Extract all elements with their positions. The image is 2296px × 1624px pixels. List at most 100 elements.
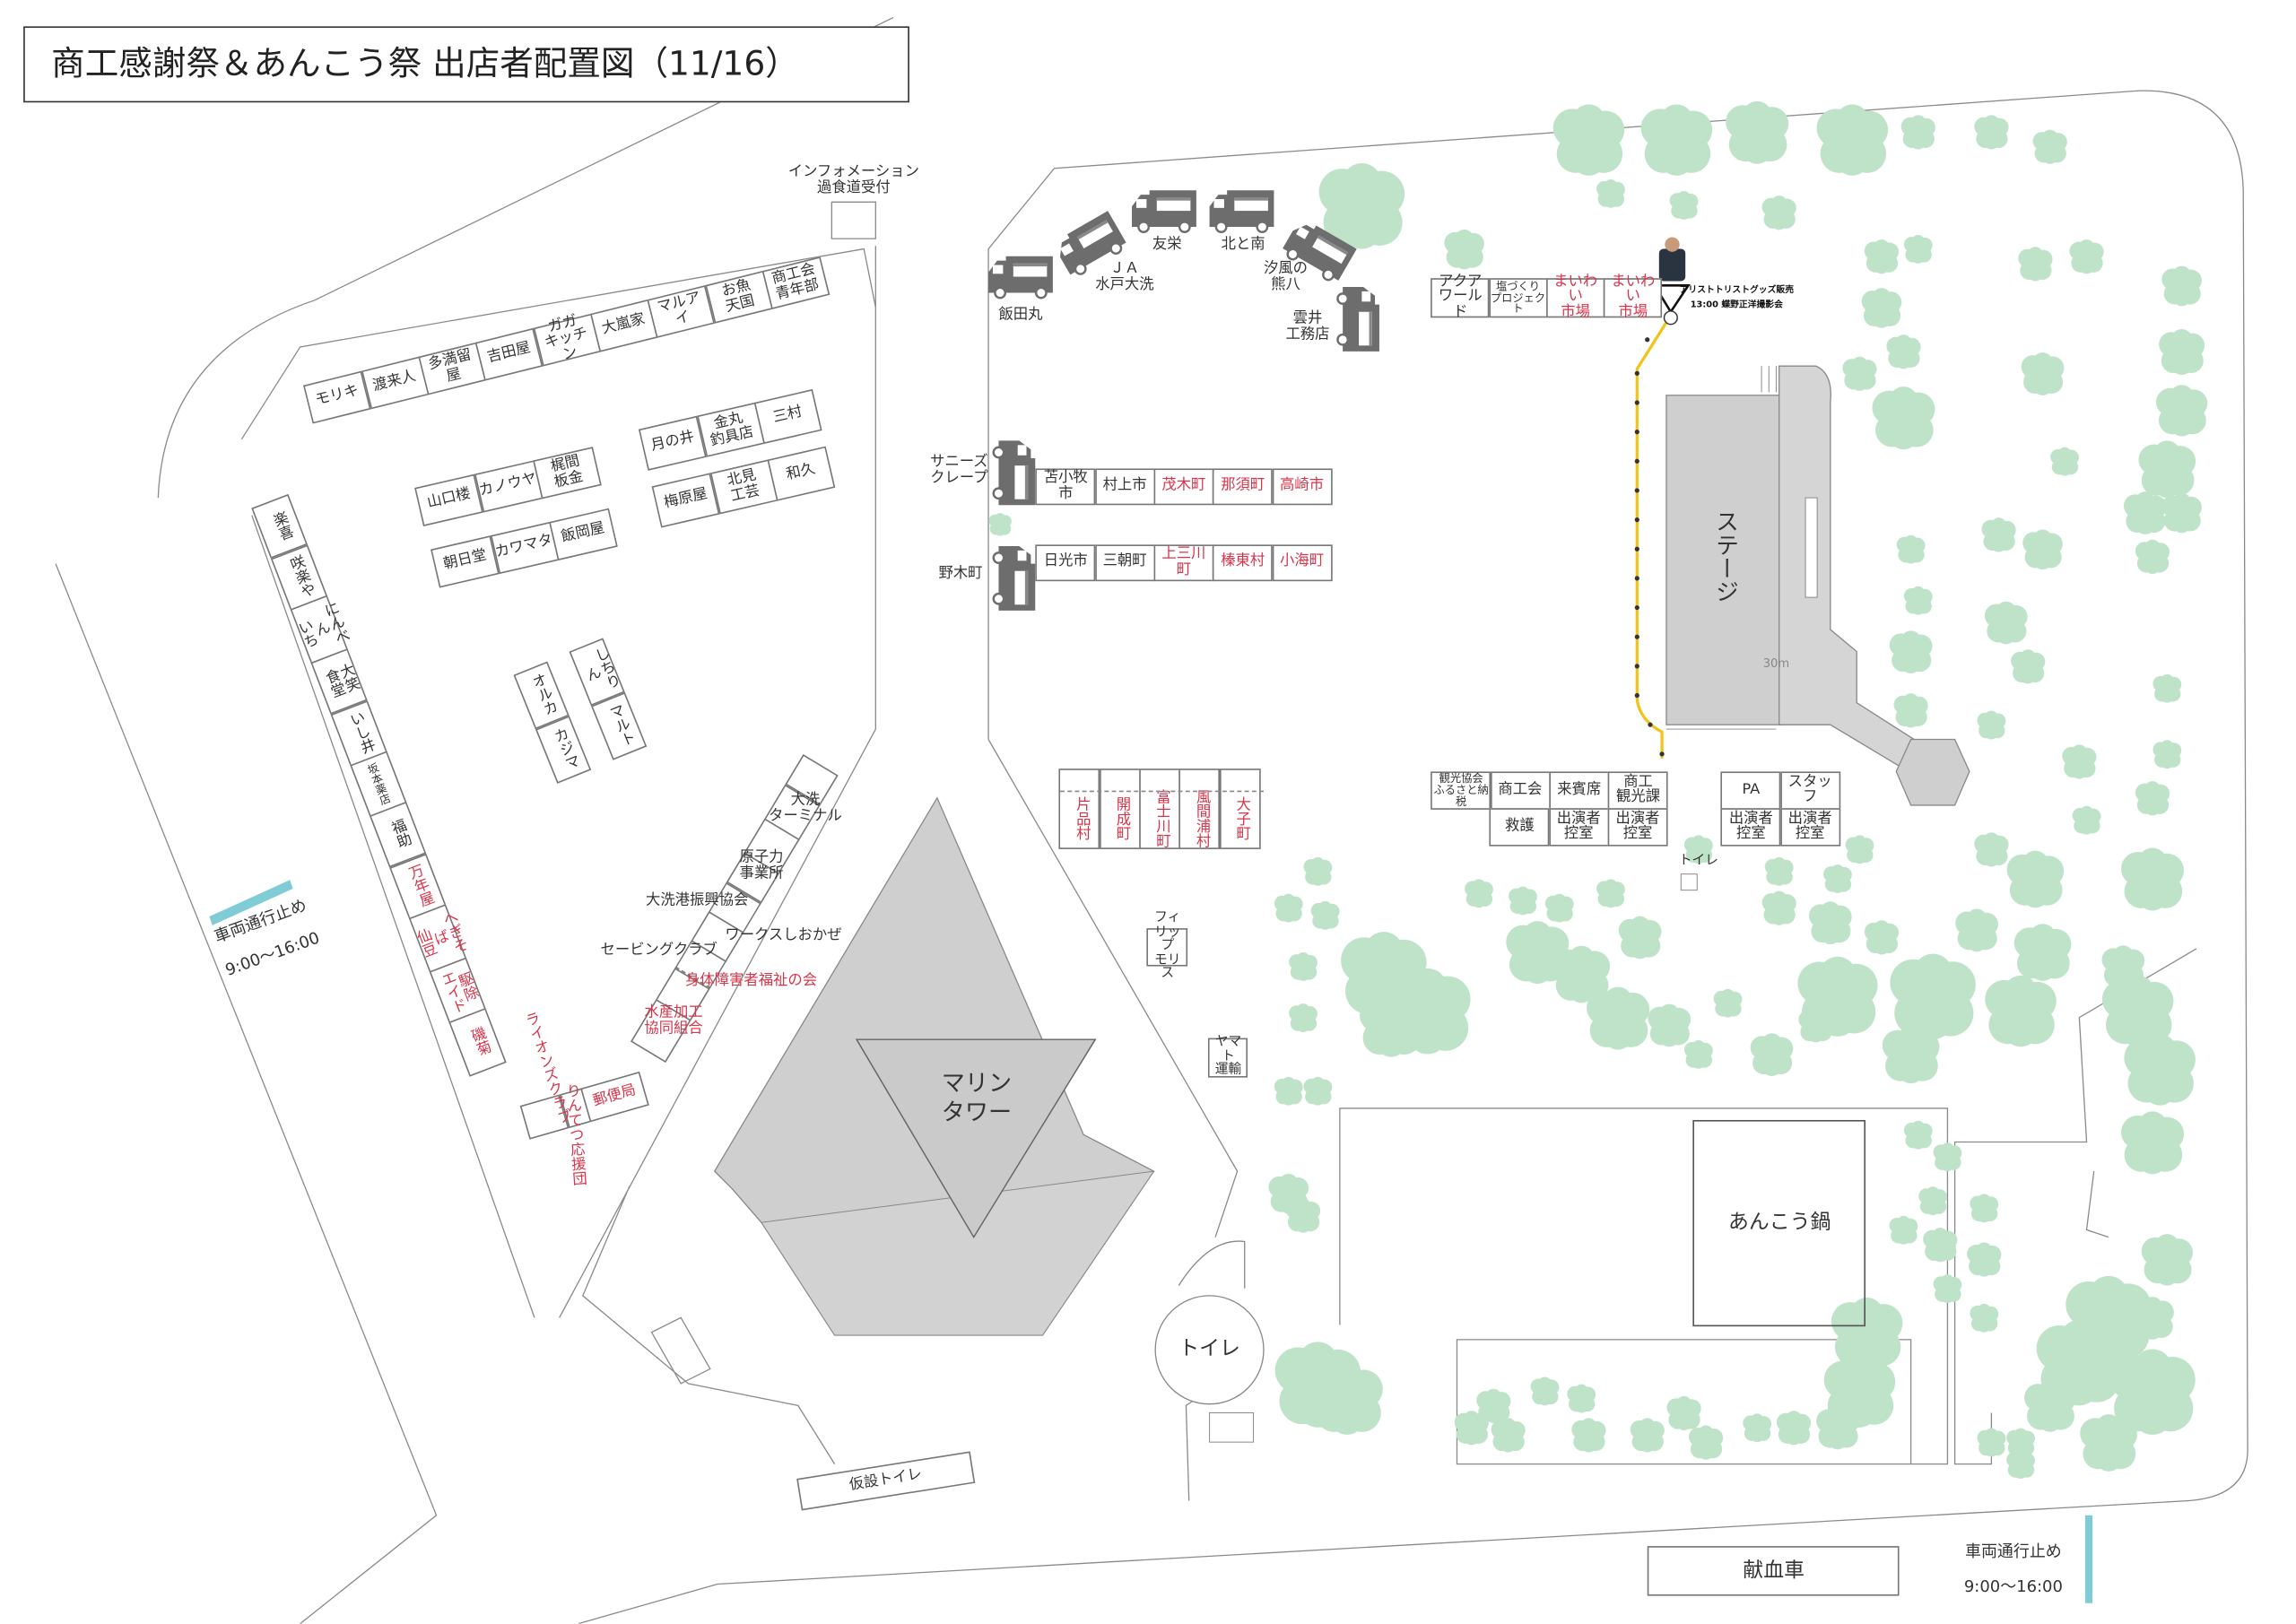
tree-icon: [2135, 539, 2170, 574]
tents-left-row-2: 救護 出演者 控室 出演者 控室: [1489, 808, 1668, 847]
booth: 小海町: [1272, 544, 1332, 582]
tree-icon: [2006, 1428, 2035, 1457]
tree-icon: [1311, 1363, 1383, 1435]
tree-icon: [1984, 601, 2028, 645]
tree-icon: [1454, 1411, 1489, 1446]
tree-icon: [1318, 163, 1405, 249]
tree-icon: [2141, 1234, 2193, 1286]
tent: 出演者 控室: [1779, 808, 1840, 847]
tree-icon: [1444, 229, 1484, 270]
page-title: 商工感謝祭＆あんこう祭 出店者配置図（11/16）: [23, 26, 909, 103]
tree-icon: [1683, 1039, 1713, 1069]
tree-icon: [1903, 586, 1933, 615]
tree-icon: [1552, 945, 1611, 1003]
tree-icon: [2138, 440, 2196, 499]
tree-icon: [2018, 247, 2053, 282]
stage-building: [1665, 365, 1970, 806]
tree-icon: [1310, 900, 1340, 930]
path-marker-dot: [1634, 430, 1639, 435]
truck-label: 汐風の 熊八: [1263, 260, 1308, 293]
tree-icon: [1823, 864, 1852, 893]
stage-path: [1634, 317, 1671, 759]
tent: 救護: [1489, 808, 1550, 847]
tree-icon: [1974, 832, 2009, 867]
stall-label: セービングクラブ: [600, 942, 718, 959]
path-marker-dot: [1634, 692, 1639, 699]
tree-icon: [1289, 952, 1318, 981]
tree-icon: [2120, 1111, 2185, 1175]
tree-icon: [1571, 1418, 1606, 1453]
tree-icon: [1618, 916, 1662, 960]
tree-icon: [1886, 334, 1921, 369]
tree-icon: [1861, 288, 1902, 328]
small-toilet-label: トイレ: [1678, 854, 1718, 869]
tree-icon: [1981, 517, 2016, 552]
yamato-booth: ヤマト 運輸: [1208, 1036, 1248, 1078]
tree-icon: [1955, 908, 1998, 952]
tree-icon: [1509, 886, 1537, 916]
food-truck-icon: [1336, 286, 1379, 352]
tree-icon: [1882, 1026, 1940, 1084]
tree-icon: [2135, 781, 2170, 816]
tree-icon: [1268, 1173, 1309, 1214]
food-truck-icon: [1209, 190, 1274, 233]
aristrist-marker: [1652, 237, 1691, 326]
tree-icon: [1596, 879, 1625, 908]
booth: 三朝町: [1094, 544, 1155, 582]
path-marker-dot: [1634, 488, 1639, 493]
vertical-booth-row: 片品村 開成町 富士川町 風間浦村 大子町: [1058, 769, 1260, 849]
booth: 開成町: [1099, 769, 1141, 849]
tree-icon: [1761, 195, 1796, 230]
tents-right-row-2: 出演者 控室 出演者 控室: [1720, 808, 1840, 847]
stage-dimension: 30m: [1762, 656, 1790, 671]
tree-icon: [2050, 447, 2079, 476]
truck-label: 飯田丸: [998, 307, 1043, 324]
tree-icon: [2024, 1380, 2076, 1432]
tree-icon: [1530, 1376, 1560, 1406]
booth: アクア ワールド: [1431, 274, 1490, 320]
tree-icon: [1923, 1228, 1958, 1263]
path-marker-dot: [1645, 337, 1650, 343]
tree-icon: [1303, 1076, 1333, 1106]
tree-icon: [1831, 1297, 1903, 1369]
road-closed-bars: [209, 880, 2093, 1603]
photo-session-label: 13:00 蝶野正洋撮影会: [1690, 300, 1783, 310]
tree-icon: [2159, 329, 2205, 375]
tree-icon: [1596, 178, 1625, 208]
food-truck-icon: [992, 440, 1036, 506]
booth: 苫小牧市: [1035, 468, 1096, 506]
booth: まいわい 市場: [1545, 274, 1605, 320]
tree-icon: [1669, 191, 1699, 220]
tree-icon: [1776, 1411, 1812, 1446]
booth: 片品村: [1058, 769, 1100, 849]
path-marker-dot: [1634, 458, 1639, 464]
path-marker-dot: [1634, 576, 1639, 581]
tree-icon: [2152, 740, 2182, 769]
path-marker-dot: [1634, 634, 1639, 639]
tree-icon: [2069, 239, 2104, 274]
tent: スタッフ: [1779, 771, 1840, 810]
booth: まいわい 市場: [1604, 274, 1663, 320]
tree-icon: [1970, 1303, 1999, 1333]
tree-icon: [2161, 492, 2202, 534]
tree-icon: [1890, 953, 1976, 1040]
tree-icon: [1974, 115, 2009, 150]
tree-icon: [1688, 1425, 1724, 1460]
tree-icon: [1845, 835, 1874, 864]
stall-label: 大洗 ターミナル: [769, 792, 842, 825]
tree-icon: [1274, 893, 1303, 923]
booth: 高崎市: [1272, 468, 1332, 506]
tent: 出演者 控室: [1548, 808, 1609, 847]
booth-row-1: 苫小牧市 村上市 茂木町 那須町 高崎市: [1035, 468, 1332, 506]
booth: 榛東村: [1213, 544, 1274, 582]
toilet-building: [1154, 873, 1698, 1443]
booth: 上三川町: [1153, 544, 1214, 582]
tree-icon: [1903, 235, 1933, 264]
tree-icon: [1587, 986, 1650, 1050]
tree-icon: [1797, 956, 1878, 1037]
tree-icon: [1666, 1395, 1701, 1431]
path-marker-dot: [1659, 751, 1665, 757]
tent: 出演者 控室: [1720, 808, 1781, 847]
stall-label: 大洗港振興協会: [645, 892, 749, 909]
